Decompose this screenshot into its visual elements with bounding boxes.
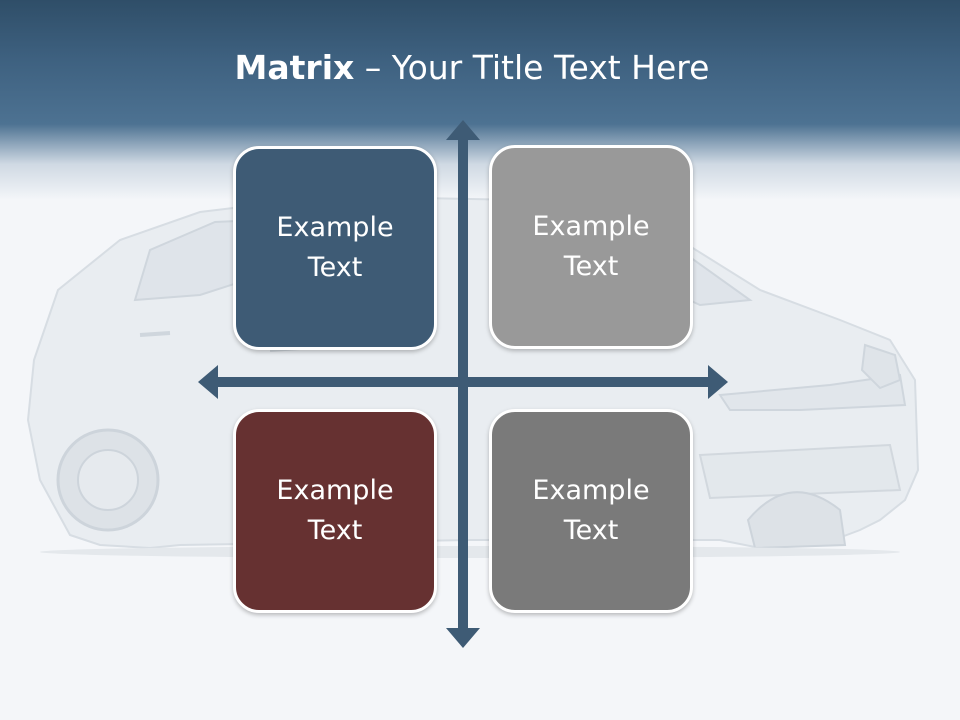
horizontal-double-arrow xyxy=(216,377,710,387)
title-bold: Matrix xyxy=(234,48,355,87)
title-rest: – Your Title Text Here xyxy=(354,48,710,87)
quadrant-top-right[interactable]: Example Text xyxy=(489,145,693,349)
page-title: Matrix – Your Title Text Here xyxy=(0,48,944,87)
quadrant-text: Example Text xyxy=(276,212,394,283)
quadrant-bottom-left[interactable]: Example Text xyxy=(233,409,437,613)
quadrant-text: Example Text xyxy=(276,475,394,546)
arrow-head-down xyxy=(446,628,480,648)
quadrant-bottom-right[interactable]: Example Text xyxy=(489,409,693,613)
quadrant-top-left[interactable]: Example Text xyxy=(233,146,437,350)
arrow-head-left xyxy=(198,365,218,399)
header-band xyxy=(0,0,960,200)
arrow-head-up xyxy=(446,120,480,140)
quadrant-text: Example Text xyxy=(532,475,650,546)
quadrant-text: Example Text xyxy=(532,211,650,282)
arrow-head-right xyxy=(708,365,728,399)
